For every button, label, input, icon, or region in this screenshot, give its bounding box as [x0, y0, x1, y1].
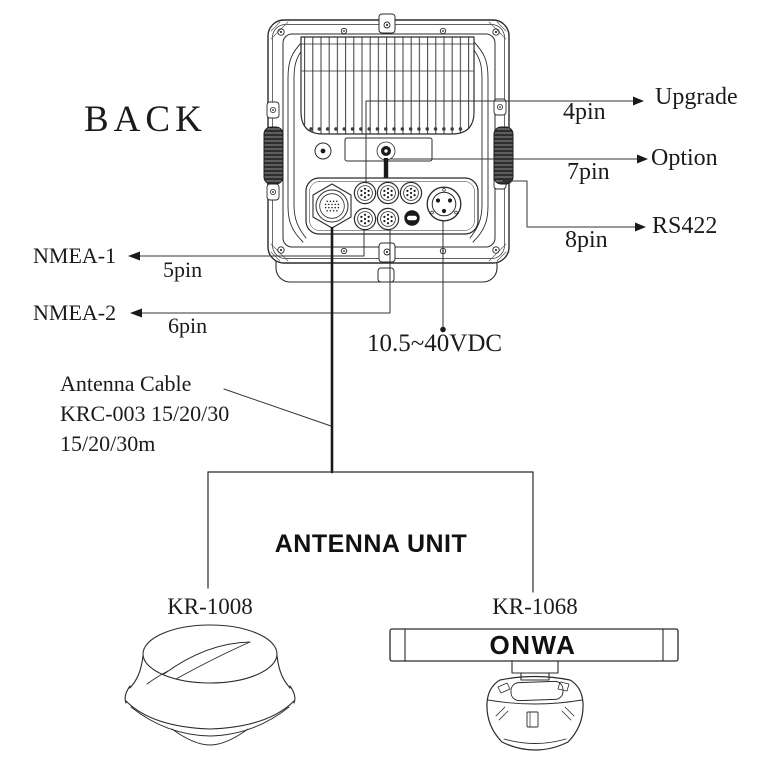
- annotation-lines: [128, 96, 648, 333]
- dome-highlight-slashes: [146, 641, 251, 685]
- radome-mount-base: [486, 660, 584, 751]
- annotation-target-rs422: RS422: [652, 213, 718, 239]
- screw-hole: [314, 142, 332, 160]
- heatsink-fins: [300, 36, 475, 135]
- kr1008-dome-antenna: [124, 624, 296, 746]
- leader-8pin-rs422: [502, 180, 636, 228]
- antenna-cable-note-line3: 15/20/30m: [60, 431, 156, 456]
- antenna-connector: [312, 183, 352, 229]
- brand-logo-onwa: ONWA: [489, 630, 577, 660]
- din-connector-6pin-nmea2: [376, 207, 400, 231]
- leader-4pin-upgrade: [365, 100, 634, 184]
- annotation-target-nmea1: NMEA-1: [33, 243, 117, 268]
- arrow-right-upgrade: [633, 96, 644, 106]
- din-connector-7pin: [376, 181, 400, 205]
- kr1068-radome-antenna: [389, 628, 679, 751]
- power-spec-label: 10.5~40VDC: [367, 330, 503, 357]
- annotation-pin-6pin: 6pin: [168, 313, 208, 338]
- antenna-model-kr1068: KR-1068: [492, 594, 578, 619]
- din-connector-5pin-nmea1: [353, 207, 377, 231]
- antenna-unit-title: ANTENNA UNIT: [274, 530, 468, 558]
- din-connector-4pin: [353, 181, 377, 205]
- arrow-left-nmea1: [128, 251, 140, 261]
- mount-tabs: [378, 13, 396, 263]
- annotation-target-option: Option: [651, 145, 718, 171]
- back-view-title: BACK: [84, 99, 207, 140]
- annotation-pin-7pin: 7pin: [567, 159, 610, 185]
- arrow-right-rs422: [635, 222, 646, 232]
- annotation-pin-5pin: 5pin: [163, 257, 203, 282]
- power-connector: [426, 186, 462, 222]
- cable-note-leader: [223, 388, 332, 427]
- antenna-unit-bracket: [207, 471, 534, 593]
- side-knobs: [263, 126, 514, 185]
- annotation-pin-8pin: 8pin: [565, 227, 608, 253]
- leader-5pin-nmea1: [139, 229, 365, 257]
- din-connector-8pin: [399, 181, 423, 205]
- annotation-pin-4pin: 4pin: [563, 99, 606, 125]
- annotation-target-upgrade: Upgrade: [655, 84, 738, 110]
- slot-connector: [404, 210, 420, 226]
- power-leader-dot: [440, 326, 446, 333]
- leader-6pin-nmea2: [141, 229, 391, 314]
- antenna-cable-note-line1: Antenna Cable: [60, 371, 192, 396]
- annotation-target-nmea2: NMEA-2: [33, 300, 117, 325]
- antenna-cable-note: Antenna Cable KRC-003 15/20/30 15/20/30m: [60, 369, 229, 459]
- antenna-cable-note-line2: KRC-003 15/20/30: [60, 401, 230, 426]
- antenna-cable-line: [223, 226, 334, 474]
- connector-panel: [305, 177, 479, 235]
- recess-plate: [314, 137, 433, 179]
- arrow-right-option: [637, 154, 648, 164]
- corner-screws: [277, 28, 500, 254]
- antenna-model-kr1008: KR-1008: [167, 594, 253, 619]
- arrow-left-nmea2: [130, 308, 142, 318]
- bracket-arms: [287, 40, 489, 243]
